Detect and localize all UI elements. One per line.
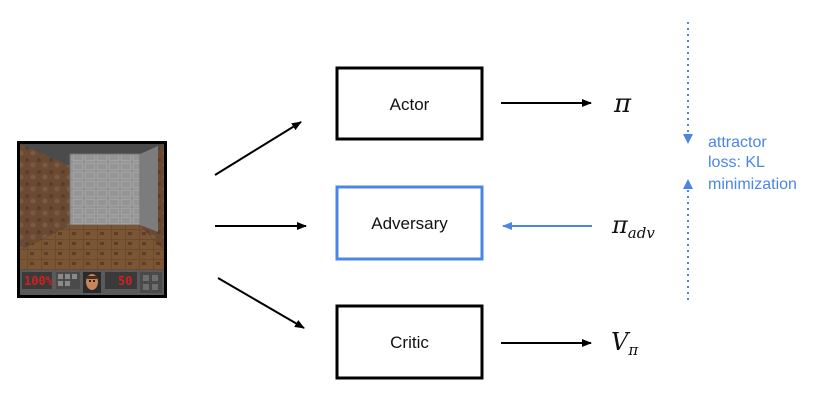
critic-label: Critic [390, 333, 429, 352]
attractor-indicator [683, 22, 693, 300]
game-stone-column [140, 146, 158, 232]
actor-policy-symbol: π [613, 89, 632, 119]
attractor-annotation: attractor loss: KL minimization [708, 134, 797, 193]
game-left-wall [20, 144, 70, 250]
adversary-label: Adversary [371, 214, 448, 233]
critic-value-base: V [611, 328, 631, 356]
actor-label: Actor [390, 95, 430, 114]
adversary-policy-subscript: adv [628, 224, 656, 242]
critic-value-symbol: Vπ [611, 328, 639, 359]
adversary-box [335, 185, 484, 261]
critic-node: Critic [335, 304, 484, 380]
actor-node: Actor [335, 66, 484, 141]
hud-ammo-value: 50 [118, 274, 132, 288]
adversary-policy-base: π [611, 211, 629, 239]
arrow-frame-to-critic [217, 277, 305, 329]
adversary-policy-symbol: πadv [611, 211, 655, 242]
hud-health-value: 100% [24, 274, 54, 288]
critic-box [335, 304, 484, 380]
adversary-node: Adversary [335, 185, 484, 261]
annotation-line-1: attractor [708, 134, 767, 151]
actor-box [335, 66, 484, 141]
arrow-frame-to-actor [214, 121, 302, 176]
game-hud: 100% 50 [20, 270, 164, 295]
game-floor [20, 225, 164, 270]
game-screenshot: 100% 50 [17, 141, 167, 298]
attractor-arrow-up [683, 179, 693, 189]
critic-value-subscript: π [627, 341, 639, 359]
annotation-line-3: minimization [708, 176, 797, 193]
attractor-arrow-down [683, 134, 693, 144]
annotation-line-2: loss: KL [708, 154, 765, 171]
game-stone-wall [70, 154, 140, 225]
